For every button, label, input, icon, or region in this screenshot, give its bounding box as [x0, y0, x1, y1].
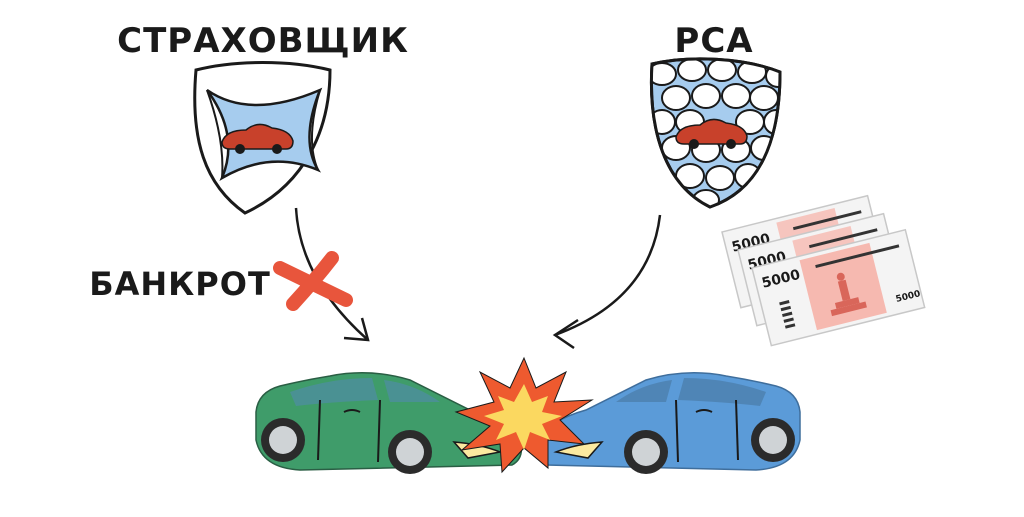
- rsa-shield-icon: [649, 57, 782, 209]
- crash-explosion-icon: [454, 356, 594, 474]
- rsa-arrow: [554, 214, 662, 337]
- banknote: 5000 5000: [751, 228, 926, 347]
- insurer-shield-icon: [193, 61, 332, 215]
- green-car: [255, 372, 523, 474]
- blue-car: [535, 372, 801, 474]
- monument-icon: [830, 272, 867, 317]
- rsa-car-icon: [675, 118, 748, 149]
- rsa-arrow-head: [552, 318, 579, 350]
- cross-icon: [273, 251, 353, 311]
- banknote-marks: [779, 300, 796, 329]
- insurer-label: СТРАХОВЩИК: [117, 21, 409, 61]
- insurer-arrow-head: [343, 317, 370, 342]
- insured-car-icon: [221, 123, 294, 154]
- bankrupt-label: БАНКРОТ: [89, 265, 271, 303]
- rsa-label: РСА: [674, 21, 753, 61]
- banknotes-stack: 5000 5000 5000 5000: [721, 194, 926, 347]
